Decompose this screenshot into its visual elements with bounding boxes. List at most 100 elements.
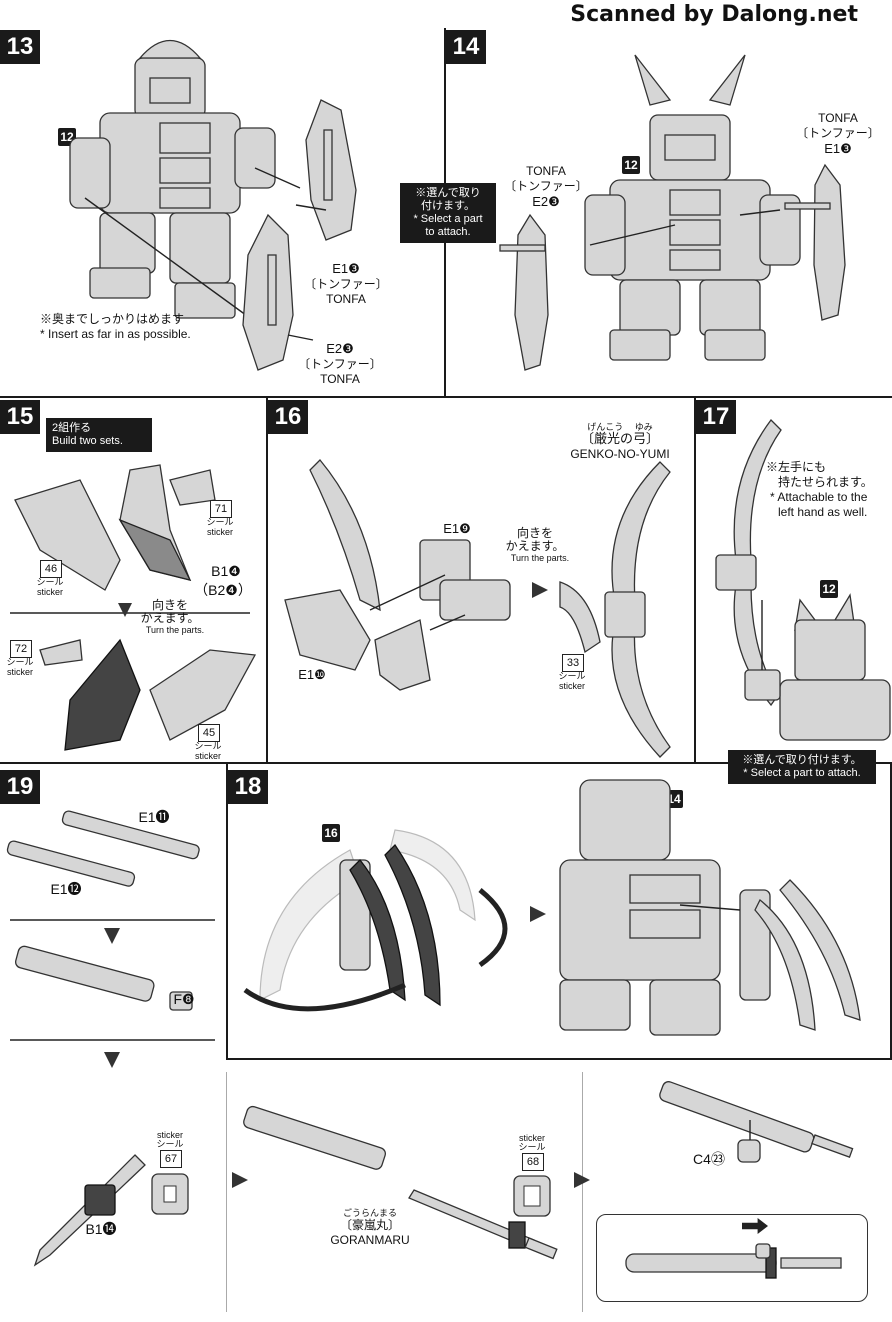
sticker-72-jp: シール (6, 657, 34, 667)
goranmaru-ruby: ごうらんまる (342, 1208, 397, 1218)
sticker-71-box: 71 (210, 500, 232, 518)
part-e1-11: E1⓫ (138, 809, 170, 825)
step14-note-en2: to attach. (425, 226, 471, 238)
step14-note-en1: * Select a part (413, 213, 483, 225)
sticker-45-en: sticker (194, 751, 221, 761)
step17-note-jp2: 持たせられます。 (778, 475, 873, 489)
goranmaru-final-illustration (625, 1243, 842, 1279)
step15-build-note: 2組作る Build two sets. (46, 418, 152, 452)
part-e2-3-jp: 〔トンファー〕 (298, 357, 382, 371)
ref-badge-12: 12 (820, 580, 838, 598)
step16-bow-parts-illustration (284, 459, 511, 691)
goranmaru-name-jp: 〔豪嵐丸〕 (339, 1218, 400, 1232)
part-e1-12: E1⓬ (50, 881, 82, 897)
arrow-right-icon (530, 906, 546, 922)
divider-bottom-1 (226, 1072, 227, 1312)
divider-18-bottom (226, 1058, 892, 1060)
sticker-72-en: sticker (6, 667, 33, 677)
tonfa-e2-step14-illustration (499, 213, 549, 371)
arrow-down-icon (104, 1052, 120, 1068)
step18-wings-rotation-illustration (243, 829, 508, 1012)
divider-16-17 (694, 398, 696, 762)
part-e1-3-jp: 〔トンファー〕 (304, 277, 388, 291)
divider-19-18 (226, 764, 228, 1060)
goranmaru-sword-assembly-illustration (243, 1105, 558, 1260)
ref-badge-16: 16 (322, 824, 340, 842)
sticker-67-en: sticker (156, 1130, 183, 1140)
divider-row1 (0, 396, 892, 398)
step16-turn-jp2: かえます。 (505, 539, 565, 553)
step15-parts-illustration (10, 464, 257, 751)
step14-right-en: TONFA (818, 111, 858, 125)
step-number-15: 15 (0, 400, 40, 434)
goranmaru-with-clip-illustration (659, 1081, 854, 1163)
part-b2-4: （B2❹） (194, 582, 252, 598)
step14-left-jp: 〔トンファー〕 (504, 179, 588, 193)
part-e1-3-code: E1❸ (332, 261, 360, 276)
sticker-45-box: 45 (198, 724, 220, 742)
step14-robot-illustration (584, 54, 801, 361)
sticker-46-box: 46 (40, 560, 62, 578)
step14-left-en: TONFA (526, 164, 566, 178)
step15-turn-en: Turn the parts. (145, 625, 205, 635)
blade-b1-14-illustration (33, 1154, 146, 1267)
step14-note-jp1: ※選んで取り (415, 187, 481, 199)
step16-turn-en: Turn the parts. (510, 553, 570, 563)
genko-ruby: げんこう ゆみ (587, 422, 653, 432)
step15-note-jp: 2組作る (52, 422, 92, 434)
sticker-67-box: 67 (160, 1150, 182, 1168)
sticker-67-shape (151, 1173, 189, 1215)
ref-badge-12: 12 (622, 156, 640, 174)
sticker-33-en: sticker (558, 681, 585, 691)
step15-turn-jp2: かえます。 (140, 611, 200, 625)
step17-note-en2: left hand as well. (778, 505, 868, 519)
sticker-71-en: sticker (206, 527, 233, 537)
step14-right-code: E1❸ (824, 141, 852, 156)
step14-right-jp: 〔トンファー〕 (796, 126, 880, 140)
divider-18-right (890, 764, 892, 1060)
step17-select-note: ※選んで取り付けます。 * Select a part to attach. (728, 750, 876, 784)
step18-robot-with-wings-illustration (559, 779, 861, 1036)
part-e1-3-en: TONFA (326, 292, 366, 306)
step17-note-en1: * Attachable to the (770, 490, 868, 504)
step14-select-note: ※選んで取り 付けます。 * Select a part to attach. (400, 183, 496, 243)
genko-name-en: GENKO-NO-YUMI (570, 447, 670, 461)
step17-select-jp: ※選んで取り付けます。 (742, 754, 862, 766)
part-b1-4: B1❹ (211, 563, 241, 579)
watermark-text: Scanned by Dalong.net (570, 2, 858, 27)
step17-note-jp1: ※左手にも (766, 460, 827, 474)
step14-left-code: E2❸ (532, 194, 560, 209)
sticker-46-jp: シール (36, 577, 64, 587)
step15-turn-jp1: 向きを (151, 598, 188, 612)
step14-note-jp2: 付けます。 (421, 200, 475, 212)
part-e2-3-code: E2❸ (326, 341, 354, 356)
part-c4-23: C4㉓ (693, 1151, 725, 1167)
sticker-46-en: sticker (36, 587, 63, 597)
genko-no-yumi-bow-illustration (559, 461, 671, 758)
step-number-17: 17 (696, 400, 736, 434)
step-number-16: 16 (268, 400, 308, 434)
step-number-19: 19 (0, 770, 40, 804)
part-f-8: F❽ (173, 991, 195, 1007)
step15-note-en: Build two sets. (52, 435, 123, 447)
step-number-14: 14 (446, 30, 486, 64)
step16-turn-jp1: 向きを (516, 526, 553, 540)
genko-name-jp: 〔厳光の弓〕 (580, 431, 659, 446)
part-e1-9: E1❾ (443, 521, 471, 536)
tonfa-e1-illustration (295, 99, 357, 241)
step-number-13: 13 (0, 30, 40, 64)
step13-note-en: * Insert as far in as possible. (40, 327, 191, 341)
tonfa-e1-step14-illustration (784, 163, 846, 321)
step19-sheath-parts-illustration (6, 810, 215, 1041)
tonfa-e2-illustration (242, 213, 314, 371)
part-e2-3-en: TONFA (320, 372, 360, 386)
sticker-67-jp: シール (156, 1139, 184, 1149)
step17-select-en: * Select a part to attach. (743, 767, 861, 779)
sticker-33-box: 33 (562, 654, 584, 672)
divider-bottom-2 (582, 1072, 583, 1312)
divider-row2 (0, 762, 892, 764)
sticker-71-jp: シール (206, 517, 234, 527)
sticker-45-jp: シール (194, 741, 222, 751)
goranmaru-name-en: GORANMARU (330, 1233, 410, 1247)
part-b1-14: B1⓮ (85, 1221, 117, 1237)
